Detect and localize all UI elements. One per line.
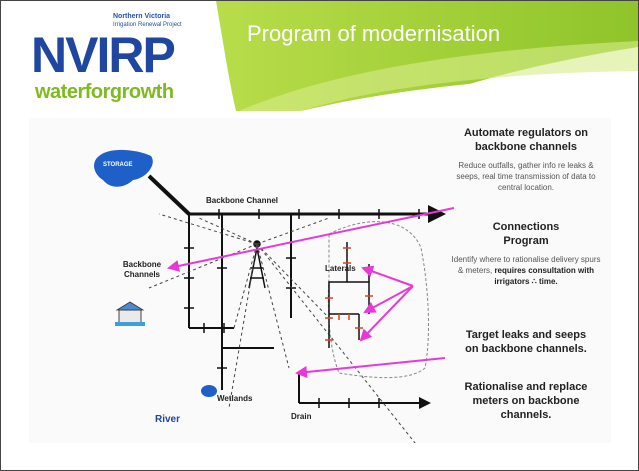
laterals-lines <box>328 242 370 348</box>
logo-small-line2: Irrigation Renewal Project <box>113 22 182 28</box>
label-river: River <box>155 414 181 425</box>
pump-station-icon <box>115 301 145 326</box>
backbone-ticks <box>218 209 420 219</box>
callout-target-leaks-heading: Target leaks and seeps on backbone chann… <box>465 329 587 355</box>
label-wetlands: Wetlands <box>217 394 253 403</box>
laterals-region-outline <box>327 221 429 379</box>
logo-wordmark: NVIRP <box>31 27 176 83</box>
diagram-panel: STORAGE Backbone Channel Backbone Channe… <box>29 118 611 443</box>
slide-title: Program of modernisation <box>247 21 501 46</box>
label-backbone-channel: Backbone Channel <box>206 196 279 205</box>
callout-connections-heading: Connections Program <box>492 221 560 247</box>
lateral-meter-ticks <box>325 247 373 341</box>
callout-connections: Connections Program Identify where to ra… <box>442 220 610 287</box>
irrigation-network-diagram <box>94 149 455 443</box>
telemetry-lines <box>148 213 416 443</box>
label-drain: Drain <box>291 412 312 421</box>
callout-rationalise-meters: Rationalise and replace meters on backbo… <box>442 380 610 422</box>
label-backbone-channels: Backbone Channels <box>122 260 162 279</box>
label-storage: STORAGE <box>103 162 133 168</box>
callout-automate: Automate regulators on backbone channels… <box>442 126 610 193</box>
label-laterals: Laterals <box>325 264 356 273</box>
banner-swoosh <box>216 1 638 111</box>
storage-shape <box>94 149 153 187</box>
callout-automate-body: Reduce outfalls, gather info re leaks & … <box>456 161 596 192</box>
callout-connections-body-plain: Identify where to rationalise delivery s… <box>451 255 601 275</box>
header-banner: Northern Victoria Irrigation Renewal Pro… <box>1 1 638 111</box>
logo-small-line1: Northern Victoria <box>113 13 171 20</box>
callout-automate-heading: Automate regulators on backbone channels <box>463 127 589 153</box>
callout-connections-body: Identify where to rationalise delivery s… <box>442 254 610 287</box>
callout-rationalise-heading: Rationalise and replace meters on backbo… <box>464 381 588 421</box>
nvirp-logo: Northern Victoria Irrigation Renewal Pro… <box>17 7 207 107</box>
callout-target-leaks: Target leaks and seeps on backbone chann… <box>442 328 610 356</box>
storage-outflow <box>147 174 191 216</box>
callout-arrows <box>167 207 455 378</box>
callout-connections-body-bold: requires consultation with irrigators ∴ … <box>494 266 595 286</box>
wetlands-shape <box>201 385 217 397</box>
logo-tagline: waterforgrowth <box>35 81 174 103</box>
